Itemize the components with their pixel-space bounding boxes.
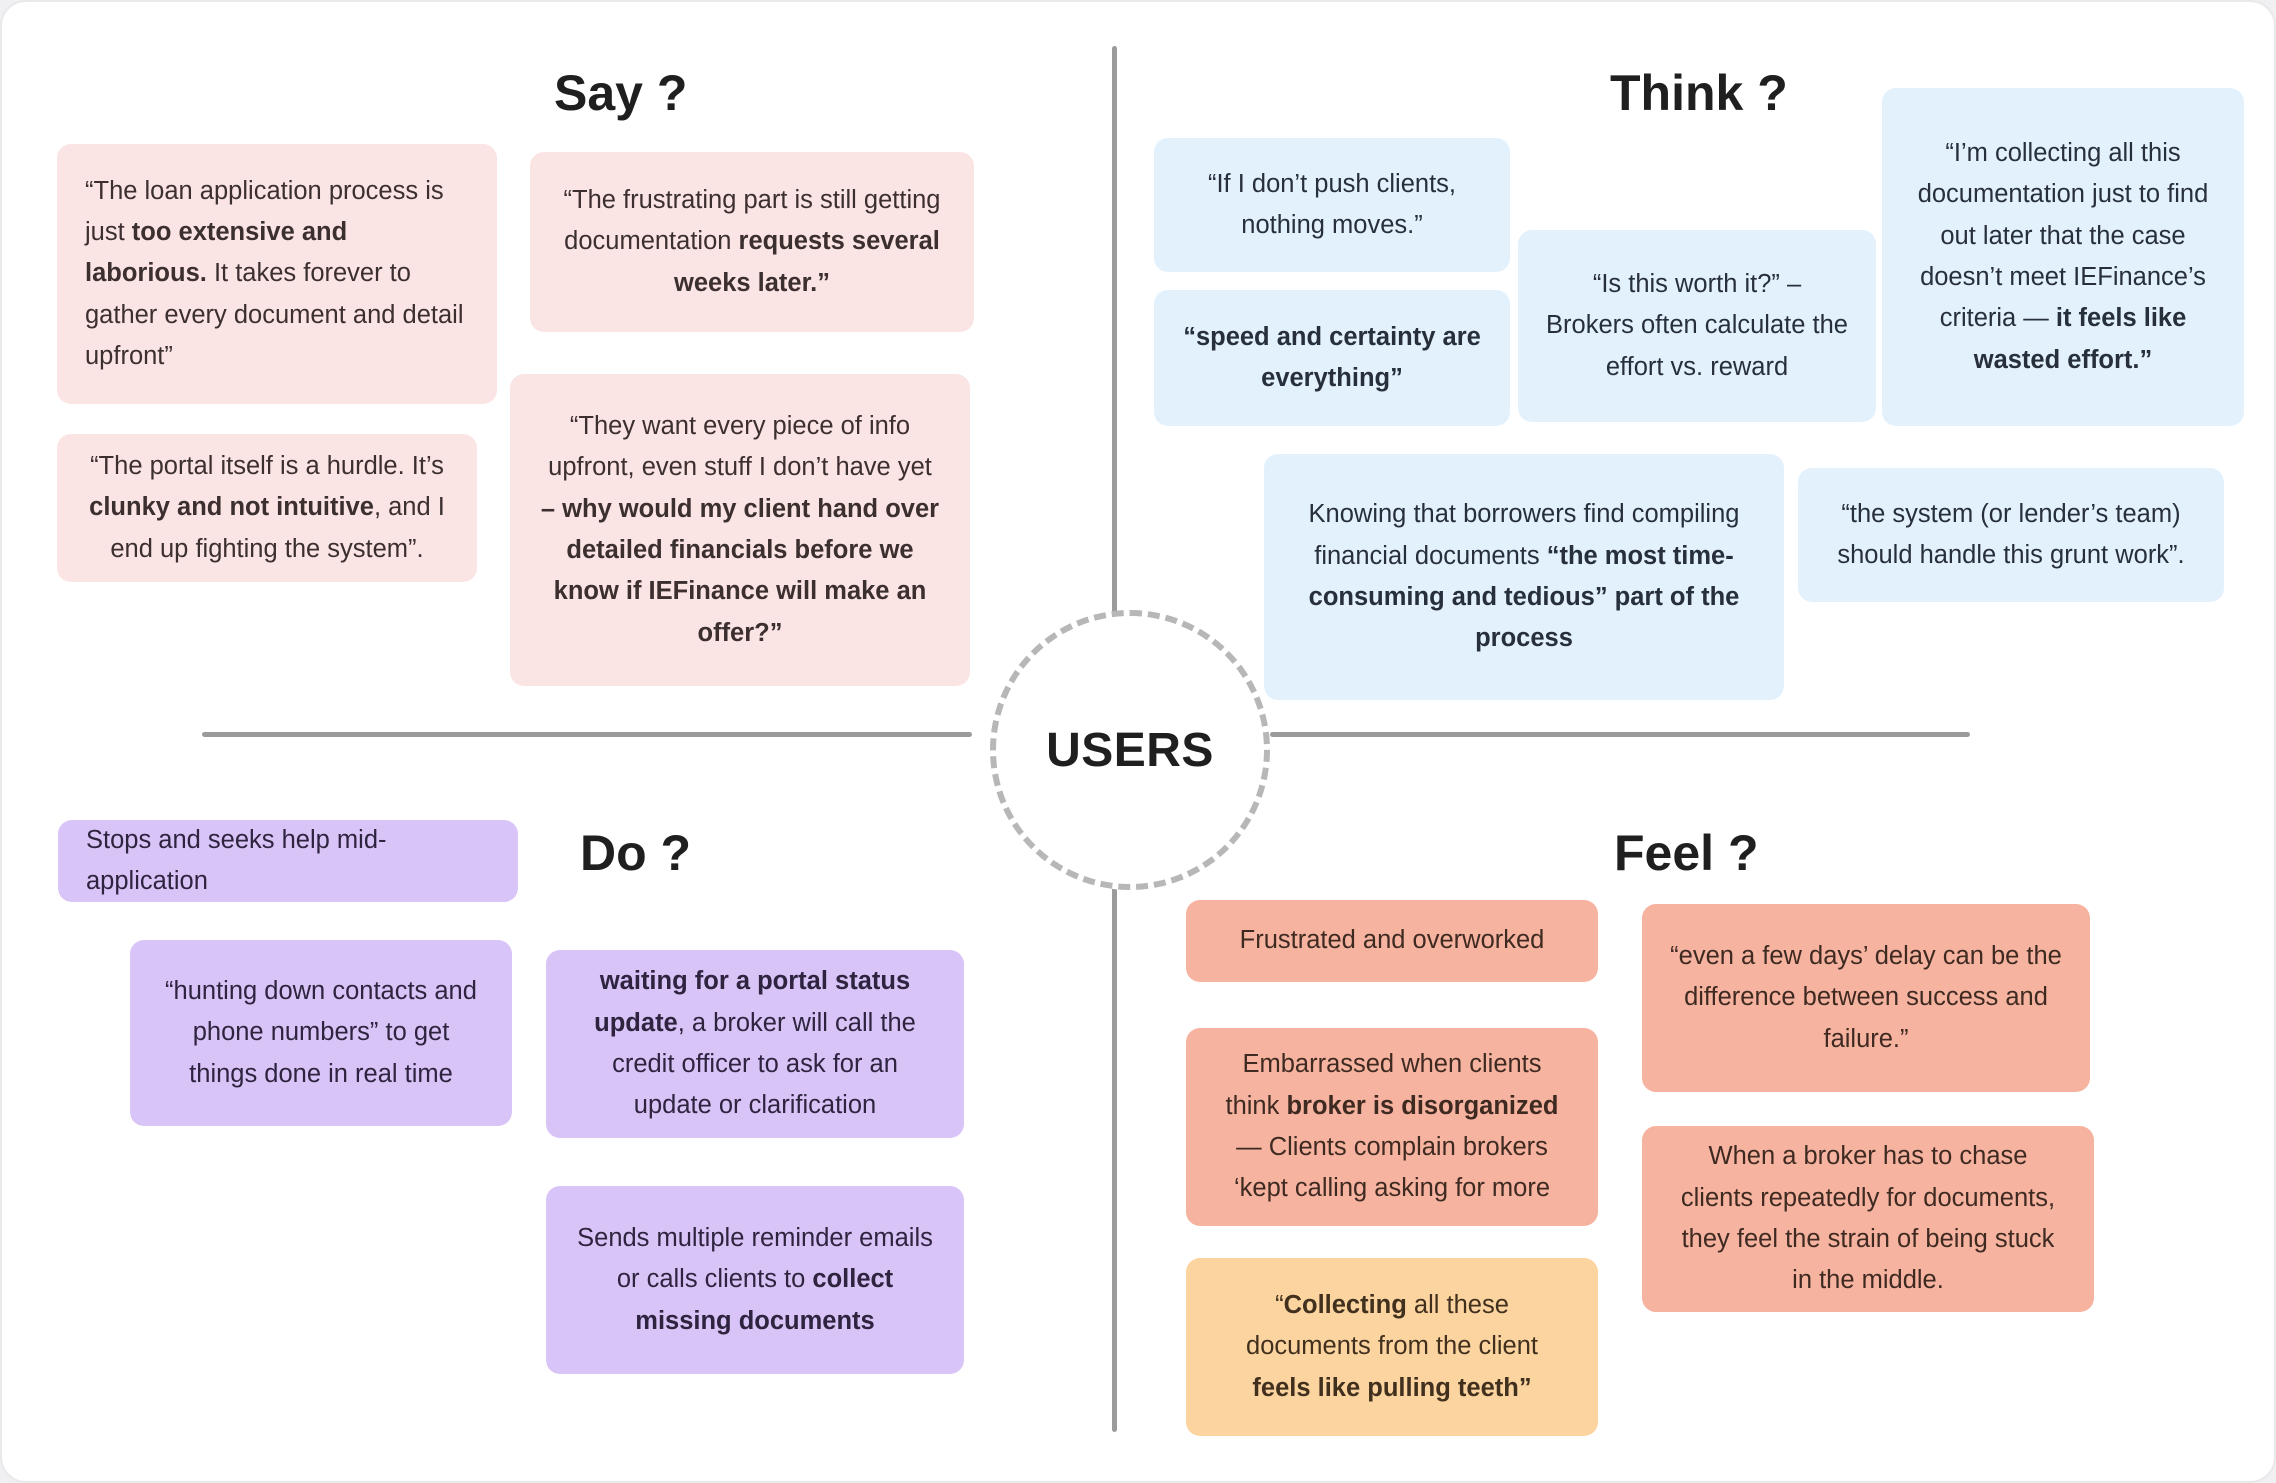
say-card-loan-application[interactable]: “The loan application process is just to… (57, 144, 497, 404)
do-card-reminder-emails[interactable]: Sends multiple reminder emails or calls … (546, 1186, 964, 1374)
think-card-grunt-work[interactable]: “the system (or lender’s team) should ha… (1798, 468, 2224, 602)
say-card-portal-hurdle[interactable]: “The portal itself is a hurdle. It’s clu… (57, 434, 477, 582)
users-center-label: USERS (1046, 723, 1214, 777)
horizontal-divider-left (202, 732, 972, 737)
do-card-portal-status-update[interactable]: waiting for a portal status update, a br… (546, 950, 964, 1138)
do-card-hunting-contacts[interactable]: “hunting down contacts and phone numbers… (130, 940, 512, 1126)
think-card-speed-certainty[interactable]: “speed and certainty are everything” (1154, 290, 1510, 426)
think-card-push-clients[interactable]: “If I don’t push clients, nothing moves.… (1154, 138, 1510, 272)
think-card-is-this-worth-it[interactable]: “Is this worth it?” – Brokers often calc… (1518, 230, 1876, 422)
think-card-most-time-consuming[interactable]: Knowing that borrowers find compiling fi… (1264, 454, 1784, 700)
feel-card-stuck-in-middle[interactable]: When a broker has to chase clients repea… (1642, 1126, 2094, 1312)
users-center-circle: USERS (990, 610, 1270, 890)
feel-card-pulling-teeth[interactable]: “Collecting all these documents from the… (1186, 1258, 1598, 1436)
do-card-stops-seeks-help[interactable]: Stops and seeks help mid-application (58, 820, 518, 902)
feel-card-few-days-delay[interactable]: “even a few days’ delay can be the diffe… (1642, 904, 2090, 1092)
say-card-every-piece-of-info[interactable]: “They want every piece of info upfront, … (510, 374, 970, 686)
feel-card-frustrated-overworked[interactable]: Frustrated and overworked (1186, 900, 1598, 982)
quadrant-title-feel: Feel ? (1614, 825, 1759, 881)
vertical-divider-top (1112, 46, 1117, 696)
feel-card-embarrassed-disorganized[interactable]: Embarrassed when clients think broker is… (1186, 1028, 1598, 1226)
horizontal-divider-right (1270, 732, 1970, 737)
vertical-divider-bottom (1112, 792, 1117, 1432)
quadrant-title-think: Think ? (1610, 65, 1788, 121)
think-card-collecting-documentation[interactable]: “I’m collecting all this documentation j… (1882, 88, 2244, 426)
quadrant-title-say: Say ? (554, 65, 688, 121)
quadrant-title-do: Do ? (580, 825, 692, 881)
say-card-frustrating-part[interactable]: “The frustrating part is still getting d… (530, 152, 974, 332)
